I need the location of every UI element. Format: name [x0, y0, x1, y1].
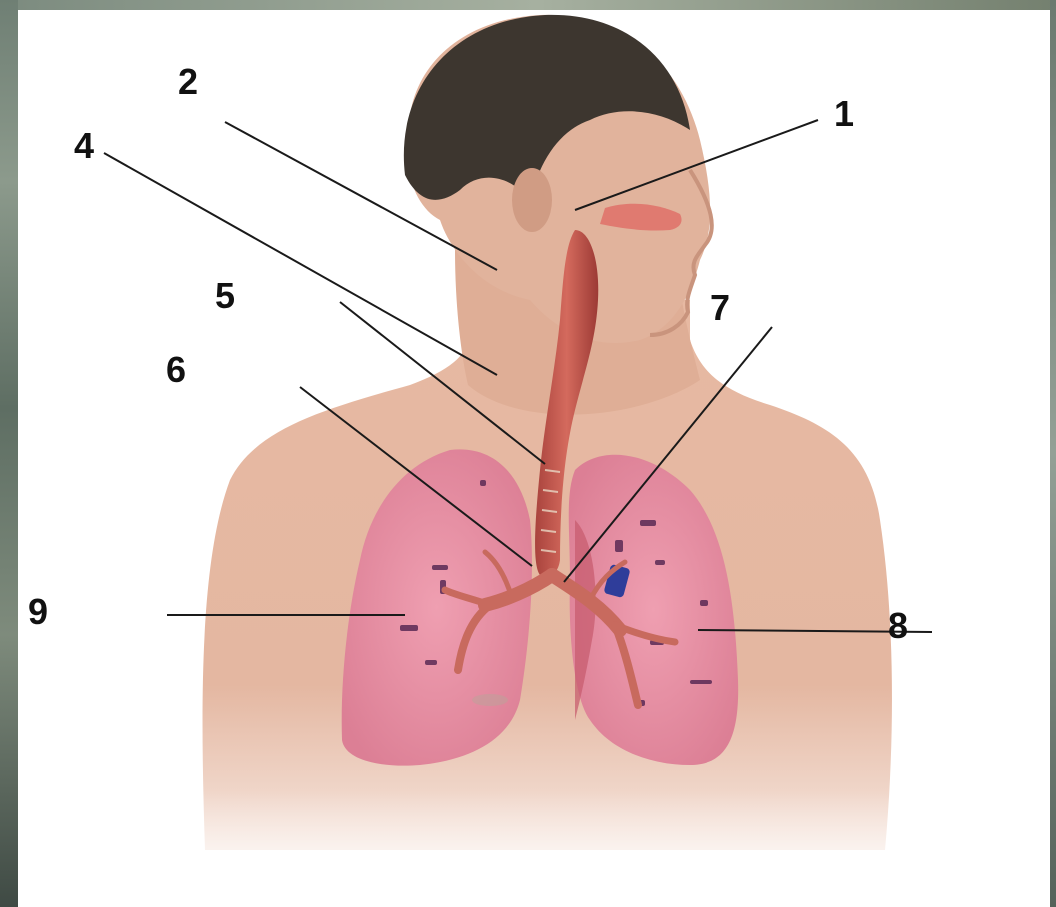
label-7: 7 — [710, 290, 730, 326]
ear — [512, 168, 552, 232]
label-2: 2 — [178, 64, 198, 100]
bottom-fade — [180, 790, 920, 907]
label-6: 6 — [166, 352, 186, 388]
label-9: 9 — [28, 594, 48, 630]
label-4: 4 — [74, 128, 94, 164]
label-1: 1 — [834, 96, 854, 132]
label-8: 8 — [888, 608, 908, 644]
chest-mark — [472, 694, 508, 706]
label-5: 5 — [215, 278, 235, 314]
